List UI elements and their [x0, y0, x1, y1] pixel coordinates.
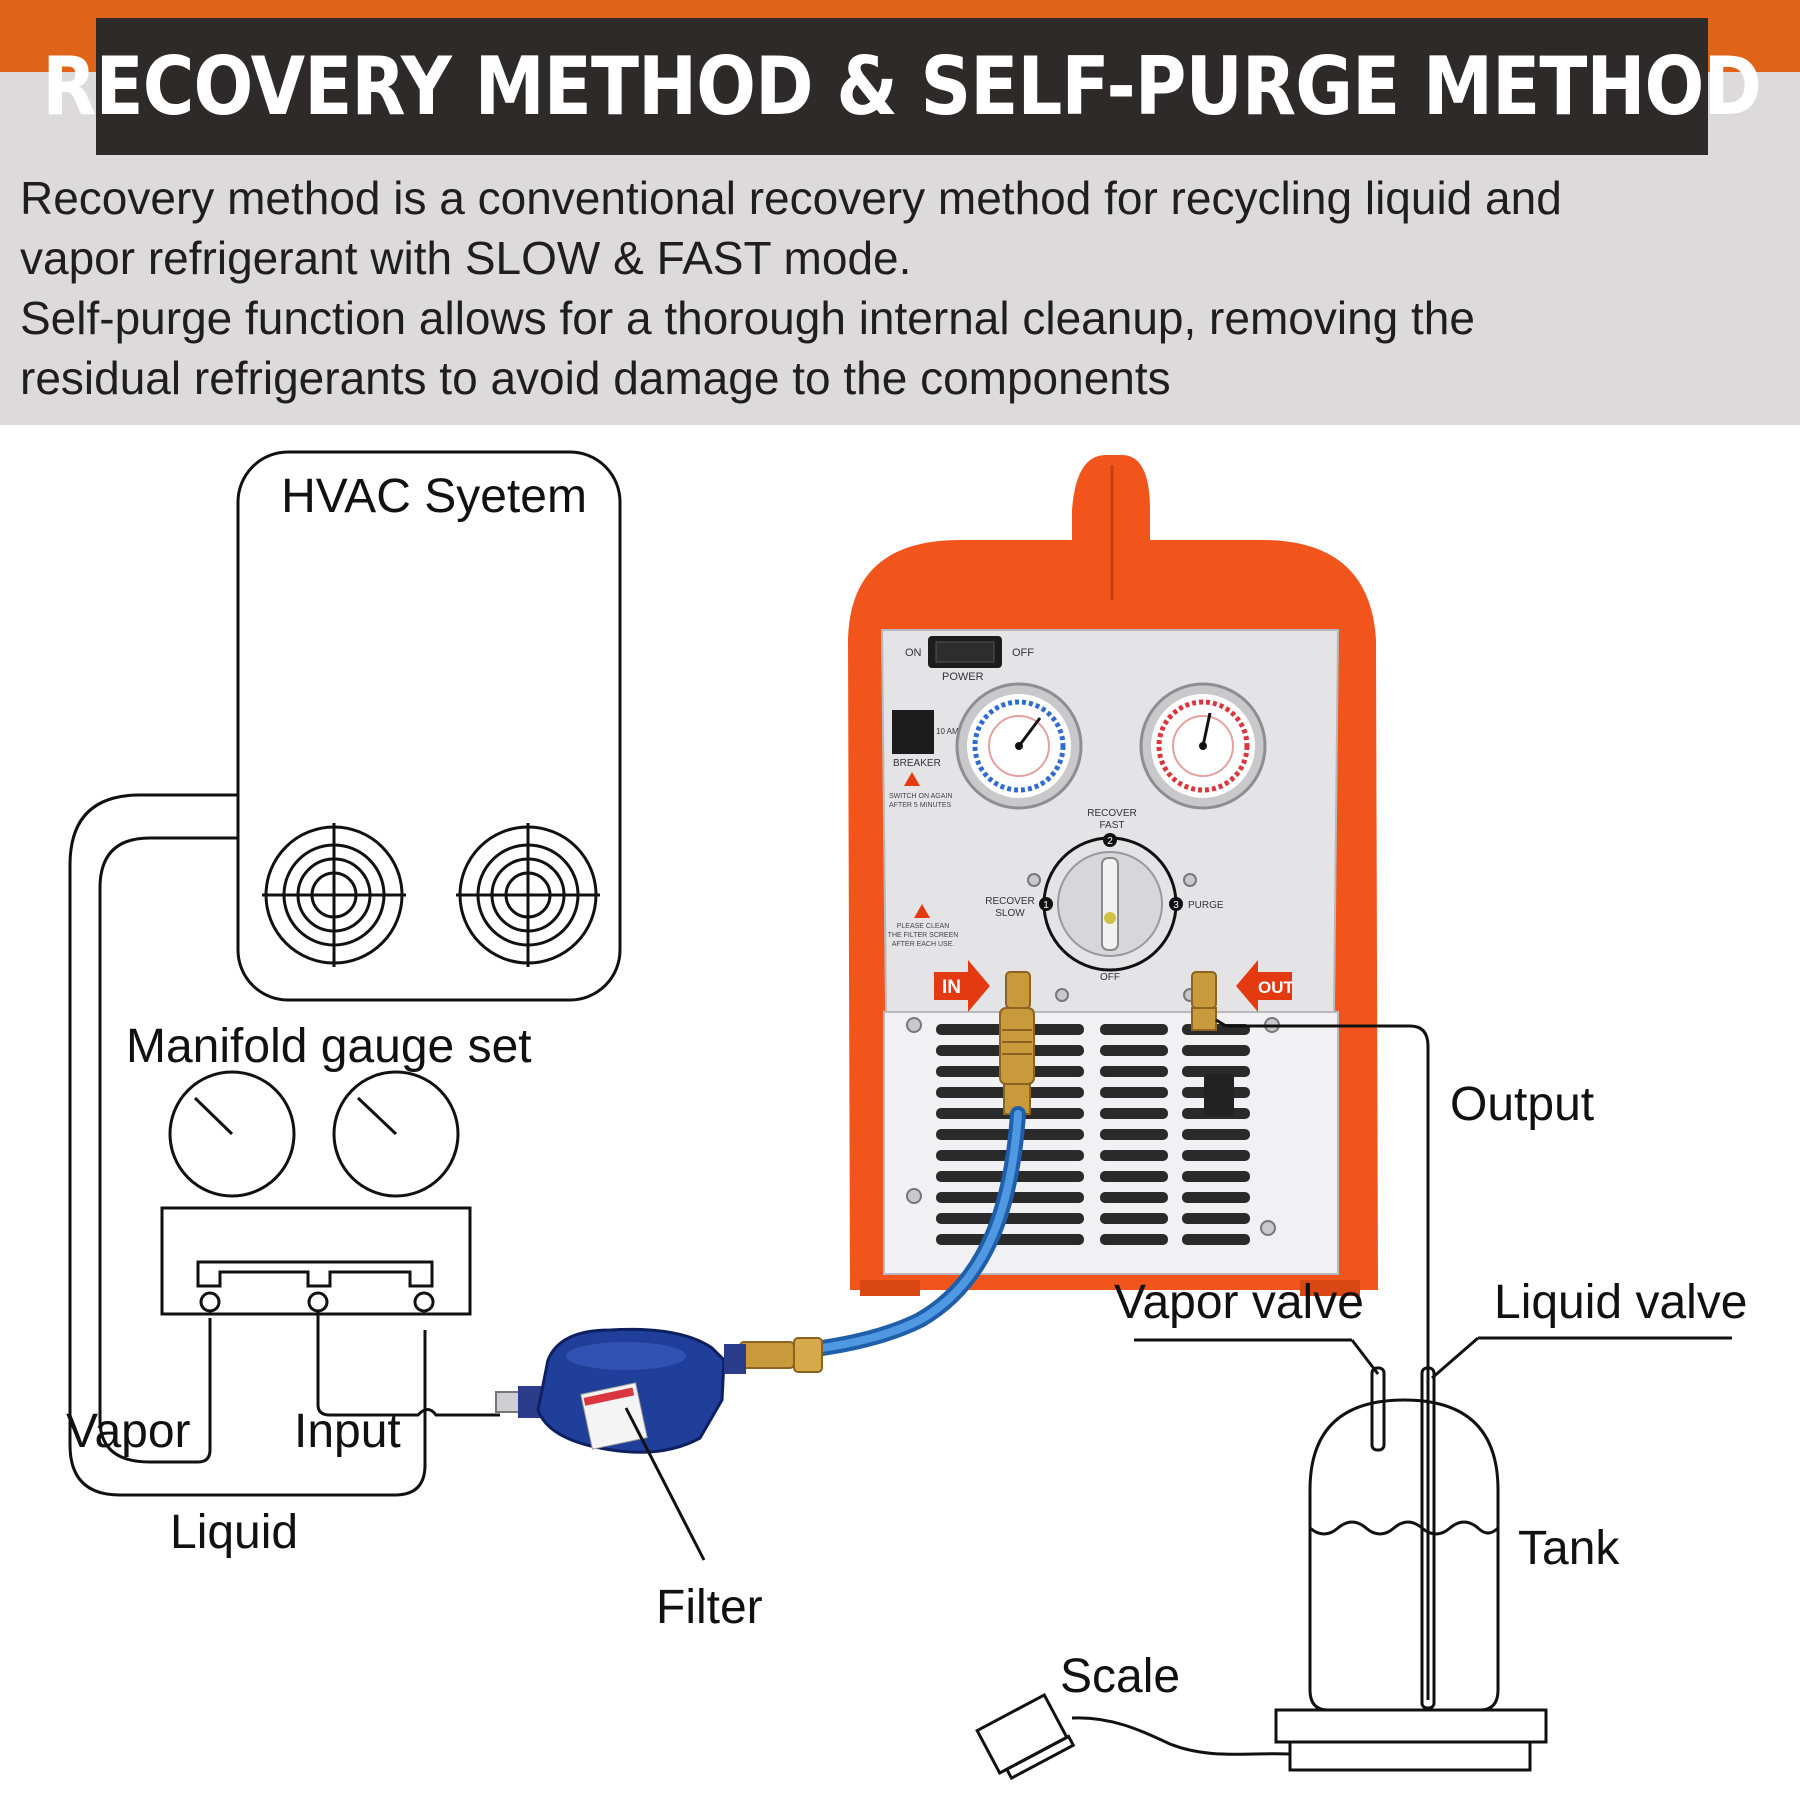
switch-note-line1: SWITCH ON AGAIN [889, 793, 952, 800]
low-pressure-gauge-icon [955, 682, 1083, 810]
purge-label: PURGE [1188, 900, 1224, 911]
hvac-port-right [456, 823, 600, 967]
clean-note-line2: THE FILTER SCREEN [888, 932, 959, 939]
scale [975, 1692, 1548, 1781]
manifold-label: Manifold gauge set [126, 1020, 532, 1073]
scale-label: Scale [1060, 1650, 1180, 1703]
filter-pointer [624, 1407, 706, 1561]
caution-icon [914, 904, 930, 918]
recover-fast-label-2: FAST [1099, 820, 1124, 831]
dial-position-1: 1 [1043, 900, 1049, 911]
hose-coupler [999, 1007, 1035, 1085]
manifold-gauge-right [332, 1070, 460, 1198]
manifold-gauge-left [168, 1070, 296, 1198]
out-port-fitting [1191, 971, 1217, 1009]
hvac-system: HVAC Syetem [236, 450, 622, 1002]
description-line: Self-purge function allows for a thoroug… [20, 292, 1475, 344]
liquid-label: Liquid [170, 1506, 298, 1559]
power-label: POWER [942, 671, 984, 683]
recover-slow-label: RECOVER [985, 896, 1034, 907]
in-label: IN [942, 977, 961, 998]
vapor-label: Vapor [66, 1405, 191, 1458]
description-line: residual refrigerants to avoid damage to… [20, 352, 1171, 404]
recovery-tank [1308, 1366, 1500, 1712]
liquid-hose-line [68, 793, 427, 1497]
liquid-valve-label: Liquid valve [1494, 1276, 1748, 1329]
hvac-label: HVAC Syetem [281, 470, 587, 523]
purge-valve-cap [1204, 1074, 1234, 1116]
breaker-amp-label: 10 AMP [936, 727, 964, 736]
breaker-label: BREAKER [893, 758, 941, 769]
description-line: Recovery method is a conventional recove… [20, 172, 1562, 224]
scale-cable [1071, 1716, 1291, 1756]
output-label: Output [1450, 1078, 1594, 1131]
hvac-box [236, 450, 622, 1002]
recover-slow-label-2: SLOW [995, 908, 1025, 919]
output-line [1215, 1018, 1430, 1700]
manifold-gauge-set: Manifold gauge set [126, 1020, 532, 1316]
description: Recovery method is a conventional recove… [20, 168, 1780, 408]
hvac-port-left [262, 823, 406, 967]
description-line: vapor refrigerant with SLOW & FAST mode. [20, 232, 912, 284]
recover-fast-label: RECOVER [1087, 808, 1136, 819]
clean-note-line1: PLEASE CLEAN [897, 923, 950, 930]
scale-display-icon [975, 1692, 1076, 1781]
manifold-body [160, 1206, 472, 1316]
vapor-hose-line [98, 836, 238, 1464]
clean-note-line3: AFTER EACH USE. [892, 941, 955, 948]
warning-icon [904, 772, 920, 786]
scale-platform [1274, 1708, 1548, 1744]
input-label: Input [294, 1405, 401, 1458]
dial-position-3: 3 [1173, 900, 1179, 911]
knob-off-label: OFF [1100, 972, 1120, 983]
filter-label: Filter [656, 1581, 763, 1634]
high-pressure-gauge-icon [1139, 682, 1267, 810]
tank-liquid-level [1309, 1520, 1500, 1536]
power-on-label: ON [905, 647, 922, 659]
in-arrow-icon [934, 960, 990, 1012]
liquid-valve-tube [1420, 1366, 1436, 1710]
dial-position-2: 2 [1107, 836, 1113, 847]
tank-body [1308, 1398, 1500, 1712]
filter-drier [495, 1327, 823, 1454]
switch-note-line2: AFTER 5 MINUTES [889, 802, 952, 809]
title-banner: RECOVERY METHOD & SELF-PURGE METHOD [43, 18, 1762, 155]
input-hose-line [316, 1311, 500, 1417]
tank-label: Tank [1518, 1522, 1620, 1575]
vapor-valve-label: Vapor valve [1114, 1276, 1364, 1329]
breaker-switch [892, 710, 934, 754]
recovery-machine: ON OFF POWER 10 AMP BREAKER SWITCH ON AG… [848, 455, 1378, 1296]
scale-base [1288, 1740, 1532, 1772]
in-port-fitting [1005, 971, 1031, 1009]
power-off-label: OFF [1012, 647, 1034, 659]
page-title: RECOVERY METHOD & SELF-PURGE METHOD [42, 40, 1763, 133]
out-label: OUT [1258, 978, 1295, 997]
out-arrow-icon [1236, 960, 1292, 1012]
vapor-valve-tube [1370, 1366, 1386, 1452]
